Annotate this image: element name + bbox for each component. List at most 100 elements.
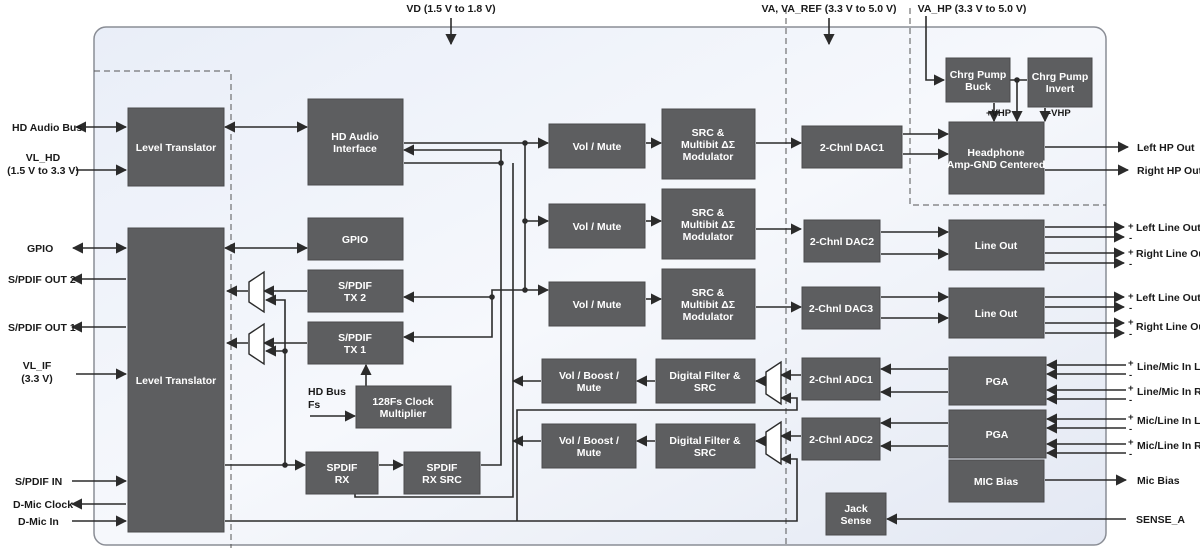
digital-filter-2-block: Digital Filter &SRC (655, 423, 756, 469)
dig-filter-2-label-line: Digital Filter & (669, 435, 741, 447)
spdif-out2-pin: S/PDIF OUT 2 (8, 274, 76, 286)
minus-sign: - (1129, 303, 1132, 314)
vol-boost-2-label-line: Mute (577, 447, 602, 459)
svg-text:2-Chnl DAC1: 2-Chnl DAC1 (820, 142, 884, 154)
mux-spdif-out2 (248, 270, 265, 314)
svg-text:Digital Filter &SRC: Digital Filter &SRC (669, 435, 741, 459)
plus-sign: + (1128, 437, 1134, 448)
svg-text:Line Out: Line Out (975, 240, 1018, 252)
adc1-block: 2-Chnl ADC1 (801, 357, 881, 401)
plus-sign: + (1128, 358, 1134, 369)
vhp-neg-label: -VHP (1048, 108, 1071, 119)
svg-text:2-Chnl ADC2: 2-Chnl ADC2 (809, 434, 873, 446)
dig-filter-1-label-line: SRC (694, 382, 717, 394)
dac1-block: 2-Chnl DAC1 (801, 125, 903, 169)
minus-sign: - (1129, 449, 1132, 460)
vol-mute-2-block: Vol / Mute (548, 203, 646, 249)
hd-audio-interface-label-line: HD Audio (331, 131, 378, 143)
minus-sign: - (1129, 424, 1132, 435)
spdif-rx-label-line: RX (335, 474, 350, 486)
src-mod-2-label-line: Modulator (683, 231, 734, 243)
hd-audio-interface-label-line: Interface (333, 143, 377, 155)
spdif-tx2-label-line: TX 2 (344, 292, 366, 304)
minus-sign: - (1129, 329, 1132, 340)
vl-hd-pin: VL_HD (26, 152, 61, 164)
level-translator-main-block: Level Translator (127, 227, 225, 533)
chrg-pump-invert-label-line: Chrg Pump (1032, 71, 1089, 83)
line-out-2-label-line: Line Out (975, 308, 1018, 320)
src-mod-3-label-line: Modulator (683, 311, 734, 323)
vhp-pos-label: +VHP (986, 108, 1012, 119)
headphone-amp-label-line: Headphone (967, 147, 1024, 159)
mux-adc2 (765, 420, 782, 466)
pga-2-block: PGA (948, 409, 1047, 459)
dac2-label-line: 2-Chnl DAC2 (810, 236, 874, 248)
level-translator-main-label-line: Level Translator (136, 375, 217, 387)
left-line-out-b-pin: Left Line Out (1136, 292, 1200, 304)
right-line-out-a-pin: Right Line Out (1136, 248, 1200, 260)
svg-text:Line Out: Line Out (975, 308, 1018, 320)
minus-sign: - (1129, 233, 1132, 244)
src-mod-2-label-line: Multibit ΔΣ (681, 219, 735, 231)
adc2-label-line: 2-Chnl ADC2 (809, 434, 873, 446)
src-mod-1-label-line: SRC & (692, 127, 725, 139)
mic-line-in-r-pin: Mic/Line In R (1137, 440, 1200, 452)
digital-filter-1-block: Digital Filter &SRC (655, 358, 756, 404)
spdif-rx-src-label-line: RX SRC (422, 474, 462, 486)
svg-text:Level Translator: Level Translator (136, 375, 217, 387)
mux-adc1 (765, 360, 782, 406)
svg-text:Digital Filter &SRC: Digital Filter &SRC (669, 370, 741, 394)
svg-text:2-Chnl DAC2: 2-Chnl DAC2 (810, 236, 874, 248)
hd-audio-bus-pin: HD Audio Bus (12, 122, 82, 134)
right-hp-out-pin: Right HP Out (1137, 165, 1200, 177)
dmic-in-pin: D-Mic In (18, 516, 59, 528)
line-out-2-block: Line Out (948, 287, 1045, 339)
spdif-tx2-label-line: S/PDIF (338, 280, 372, 292)
left-line-out-a-pin: Left Line Out (1136, 222, 1200, 234)
clock-multiplier-label-line: Multiplier (380, 408, 427, 420)
vol-mute-1-label-line: Vol / Mute (573, 141, 622, 153)
vol-boost-mute-2-block: Vol / Boost /Mute (541, 423, 637, 469)
svg-text:2-Chnl ADC1: 2-Chnl ADC1 (809, 374, 873, 386)
adc1-label-line: 2-Chnl ADC1 (809, 374, 873, 386)
hd-bus-fs-label: Fs (308, 399, 320, 411)
vd-supply-label: VD (1.5 V to 1.8 V) (406, 3, 495, 15)
right-line-out-b-pin: Right Line Out (1136, 321, 1200, 333)
minus-sign: - (1129, 259, 1132, 270)
vol-boost-mute-1-block: Vol / Boost /Mute (541, 358, 637, 404)
mic-bias-block: MIC Bias (948, 459, 1045, 503)
minus-sign: - (1129, 395, 1132, 406)
gpio-label-line: GPIO (342, 234, 368, 246)
pga-1-block: PGA (948, 356, 1047, 406)
spdif-rx-label-line: SPDIF (327, 462, 359, 474)
va-supply-label: VA, VA_REF (3.3 V to 5.0 V) (762, 3, 897, 15)
vl-if-range: (3.3 V) (21, 373, 53, 385)
plus-sign: + (1128, 291, 1134, 302)
vol-mute-3-label-line: Vol / Mute (573, 299, 622, 311)
plus-sign: + (1128, 412, 1134, 423)
junction-dots (282, 77, 1020, 468)
minus-sign: - (1129, 370, 1132, 381)
src-mod-1-label-line: Modulator (683, 151, 734, 163)
gpio-block: GPIO (307, 217, 404, 261)
hd-bus-label: HD Bus (308, 386, 346, 398)
mic-bias-pin: Mic Bias (1137, 475, 1180, 487)
svg-text:GPIO: GPIO (342, 234, 368, 246)
line-mic-in-l-pin: Line/Mic In L (1137, 361, 1200, 373)
adc2-block: 2-Chnl ADC2 (801, 417, 881, 461)
pga-2-label-line: PGA (986, 429, 1009, 441)
